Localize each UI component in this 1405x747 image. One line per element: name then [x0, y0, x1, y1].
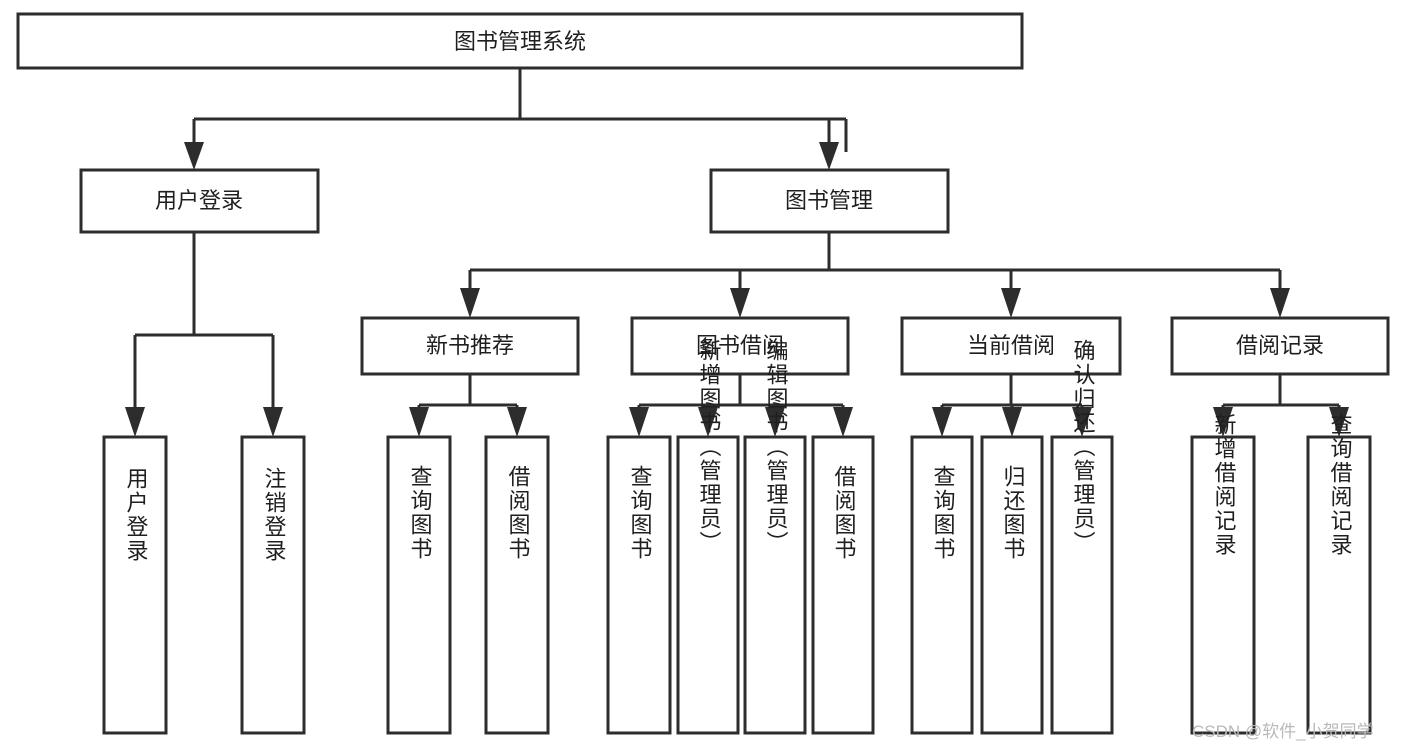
arrow-head-borrow-book-1 — [507, 407, 527, 437]
edge-records-to-leaves — [1221, 374, 1341, 412]
arrow-head-current — [1001, 288, 1021, 318]
node-login-box[interactable] — [79, 168, 320, 234]
node-leaf-borrow-book-1-box[interactable] — [484, 435, 550, 735]
edge-login-to-leaves — [133, 232, 275, 412]
node-records-label: 借阅记录 — [1236, 333, 1324, 358]
edge-bookmgmt-to-level3 — [468, 232, 1282, 292]
arrow-head-query-book-1 — [409, 407, 429, 437]
arrow-head-borrow-book-2 — [833, 407, 853, 437]
node-root[interactable]: 图书管理系统 — [16, 12, 1024, 70]
node-leaf-user-login-label: 用户登录 — [124, 467, 149, 563]
node-leaf-query-book-1-label: 查询图书 — [408, 465, 433, 561]
edge-borrow-to-leaves — [637, 374, 845, 412]
edge-current-to-leaves — [940, 374, 1084, 412]
node-leaf-edit-book-box[interactable] — [743, 435, 807, 735]
node-leaf-query-book-3-box[interactable] — [910, 435, 974, 735]
node-leaf-query-book-2-box[interactable] — [606, 435, 672, 735]
node-leaf-return-book-box[interactable] — [980, 435, 1044, 735]
node-leaf-add-book[interactable]: 新增图书（管理员） — [676, 339, 740, 735]
node-leaf-borrow-book-2-box[interactable] — [811, 435, 875, 735]
arrow-head-confirm-return — [1072, 407, 1092, 437]
node-leaf-edit-book-label: 编辑图书（管理员） — [764, 339, 789, 555]
node-leaf-confirm-return-label: 确认归还（管理员） — [1071, 339, 1096, 555]
node-leaf-add-record[interactable]: 新增借阅记录 — [1190, 413, 1256, 735]
node-leaf-query-book-3-label: 查询图书 — [931, 465, 956, 561]
arrow-head-add-book — [698, 407, 718, 437]
node-borrow-label: 图书借阅 — [696, 333, 784, 358]
arrow-head-edit-book — [765, 407, 785, 437]
node-leaf-query-book-1[interactable]: 查询图书 — [386, 435, 452, 735]
arrow-head-borrow — [730, 288, 750, 318]
node-bookmgmt-label: 图书管理 — [785, 188, 873, 213]
edge-newbook-to-leaves — [417, 374, 519, 412]
node-leaf-query-record-label: 查询借阅记录 — [1328, 413, 1353, 557]
arrow-head-query-record — [1329, 407, 1349, 437]
arrow-head-newbook — [460, 288, 480, 318]
node-leaf-confirm-return[interactable]: 确认归还（管理员） — [1050, 339, 1114, 735]
arrow-head-user-logout — [263, 407, 283, 437]
node-leaf-borrow-book-1-label: 借阅图书 — [506, 465, 531, 561]
node-bookmgmt[interactable]: 图书管理 — [709, 168, 950, 234]
node-newbook-label: 新书推荐 — [426, 333, 514, 358]
node-leaf-user-login-box[interactable] — [102, 435, 168, 735]
node-leaf-borrow-book-2-label: 借阅图书 — [832, 465, 857, 561]
node-records-box[interactable] — [1170, 316, 1390, 376]
edge-root-to-level2 — [192, 68, 848, 152]
node-newbook-box[interactable] — [360, 316, 580, 376]
node-current-box[interactable] — [900, 316, 1122, 376]
arrow-head-bookmgmt — [819, 142, 839, 170]
node-current[interactable]: 当前借阅 — [900, 316, 1122, 376]
arrow-head-query-book-2 — [629, 407, 649, 437]
node-leaf-confirm-return-box[interactable] — [1050, 435, 1114, 735]
nodes-layer: 图书管理系统 用户登录 图书管理 新书推荐 图书借阅 当前 — [16, 12, 1390, 735]
node-leaf-query-book-2[interactable]: 查询图书 — [606, 435, 672, 735]
node-login[interactable]: 用户登录 — [79, 168, 320, 234]
node-leaf-query-book-1-box[interactable] — [386, 435, 452, 735]
node-leaf-user-logout[interactable]: 注销登录 — [240, 435, 306, 735]
node-leaf-query-record-box[interactable] — [1306, 435, 1372, 735]
node-root-box[interactable] — [16, 12, 1024, 70]
arrow-head-records — [1270, 288, 1290, 318]
node-current-label: 当前借阅 — [967, 333, 1055, 358]
node-bookmgmt-box[interactable] — [709, 168, 950, 234]
node-leaf-user-logout-box[interactable] — [240, 435, 306, 735]
node-leaf-add-record-box[interactable] — [1190, 435, 1256, 735]
node-leaf-edit-book[interactable]: 编辑图书（管理员） — [743, 339, 807, 735]
arrow-head-return-book — [1002, 407, 1022, 437]
node-leaf-query-book-3[interactable]: 查询图书 — [910, 435, 974, 735]
csdn-watermark: CSDN @软件_小贺同学 — [1192, 722, 1374, 741]
arrow-head-add-record — [1213, 407, 1233, 437]
node-leaf-borrow-book-1[interactable]: 借阅图书 — [484, 435, 550, 735]
node-borrow-box[interactable] — [630, 316, 850, 376]
arrow-head-query-book-3 — [932, 407, 952, 437]
arrow-head-user-login — [125, 407, 145, 437]
edges-layer — [125, 68, 1349, 437]
node-leaf-add-record-label: 新增借阅记录 — [1212, 413, 1237, 557]
arrow-head-login — [184, 142, 204, 170]
node-leaf-user-login[interactable]: 用户登录 — [102, 435, 168, 735]
node-newbook[interactable]: 新书推荐 — [360, 316, 580, 376]
node-leaf-user-logout-label: 注销登录 — [262, 467, 287, 563]
node-leaf-borrow-book-2[interactable]: 借阅图书 — [811, 435, 875, 735]
edge-root-stub-bookmgmt — [827, 117, 846, 152]
node-login-label: 用户登录 — [155, 188, 243, 213]
node-borrow[interactable]: 图书借阅 — [630, 316, 850, 376]
node-root-label: 图书管理系统 — [454, 29, 586, 54]
node-leaf-query-record[interactable]: 查询借阅记录 — [1306, 413, 1372, 735]
node-leaf-query-book-2-label: 查询图书 — [628, 465, 653, 561]
node-leaf-add-book-box[interactable] — [676, 435, 740, 735]
node-leaf-return-book-label: 归还图书 — [1001, 465, 1026, 561]
node-leaf-add-book-label: 新增图书（管理员） — [697, 339, 722, 555]
node-leaf-return-book[interactable]: 归还图书 — [980, 435, 1044, 735]
node-records[interactable]: 借阅记录 — [1170, 316, 1390, 376]
